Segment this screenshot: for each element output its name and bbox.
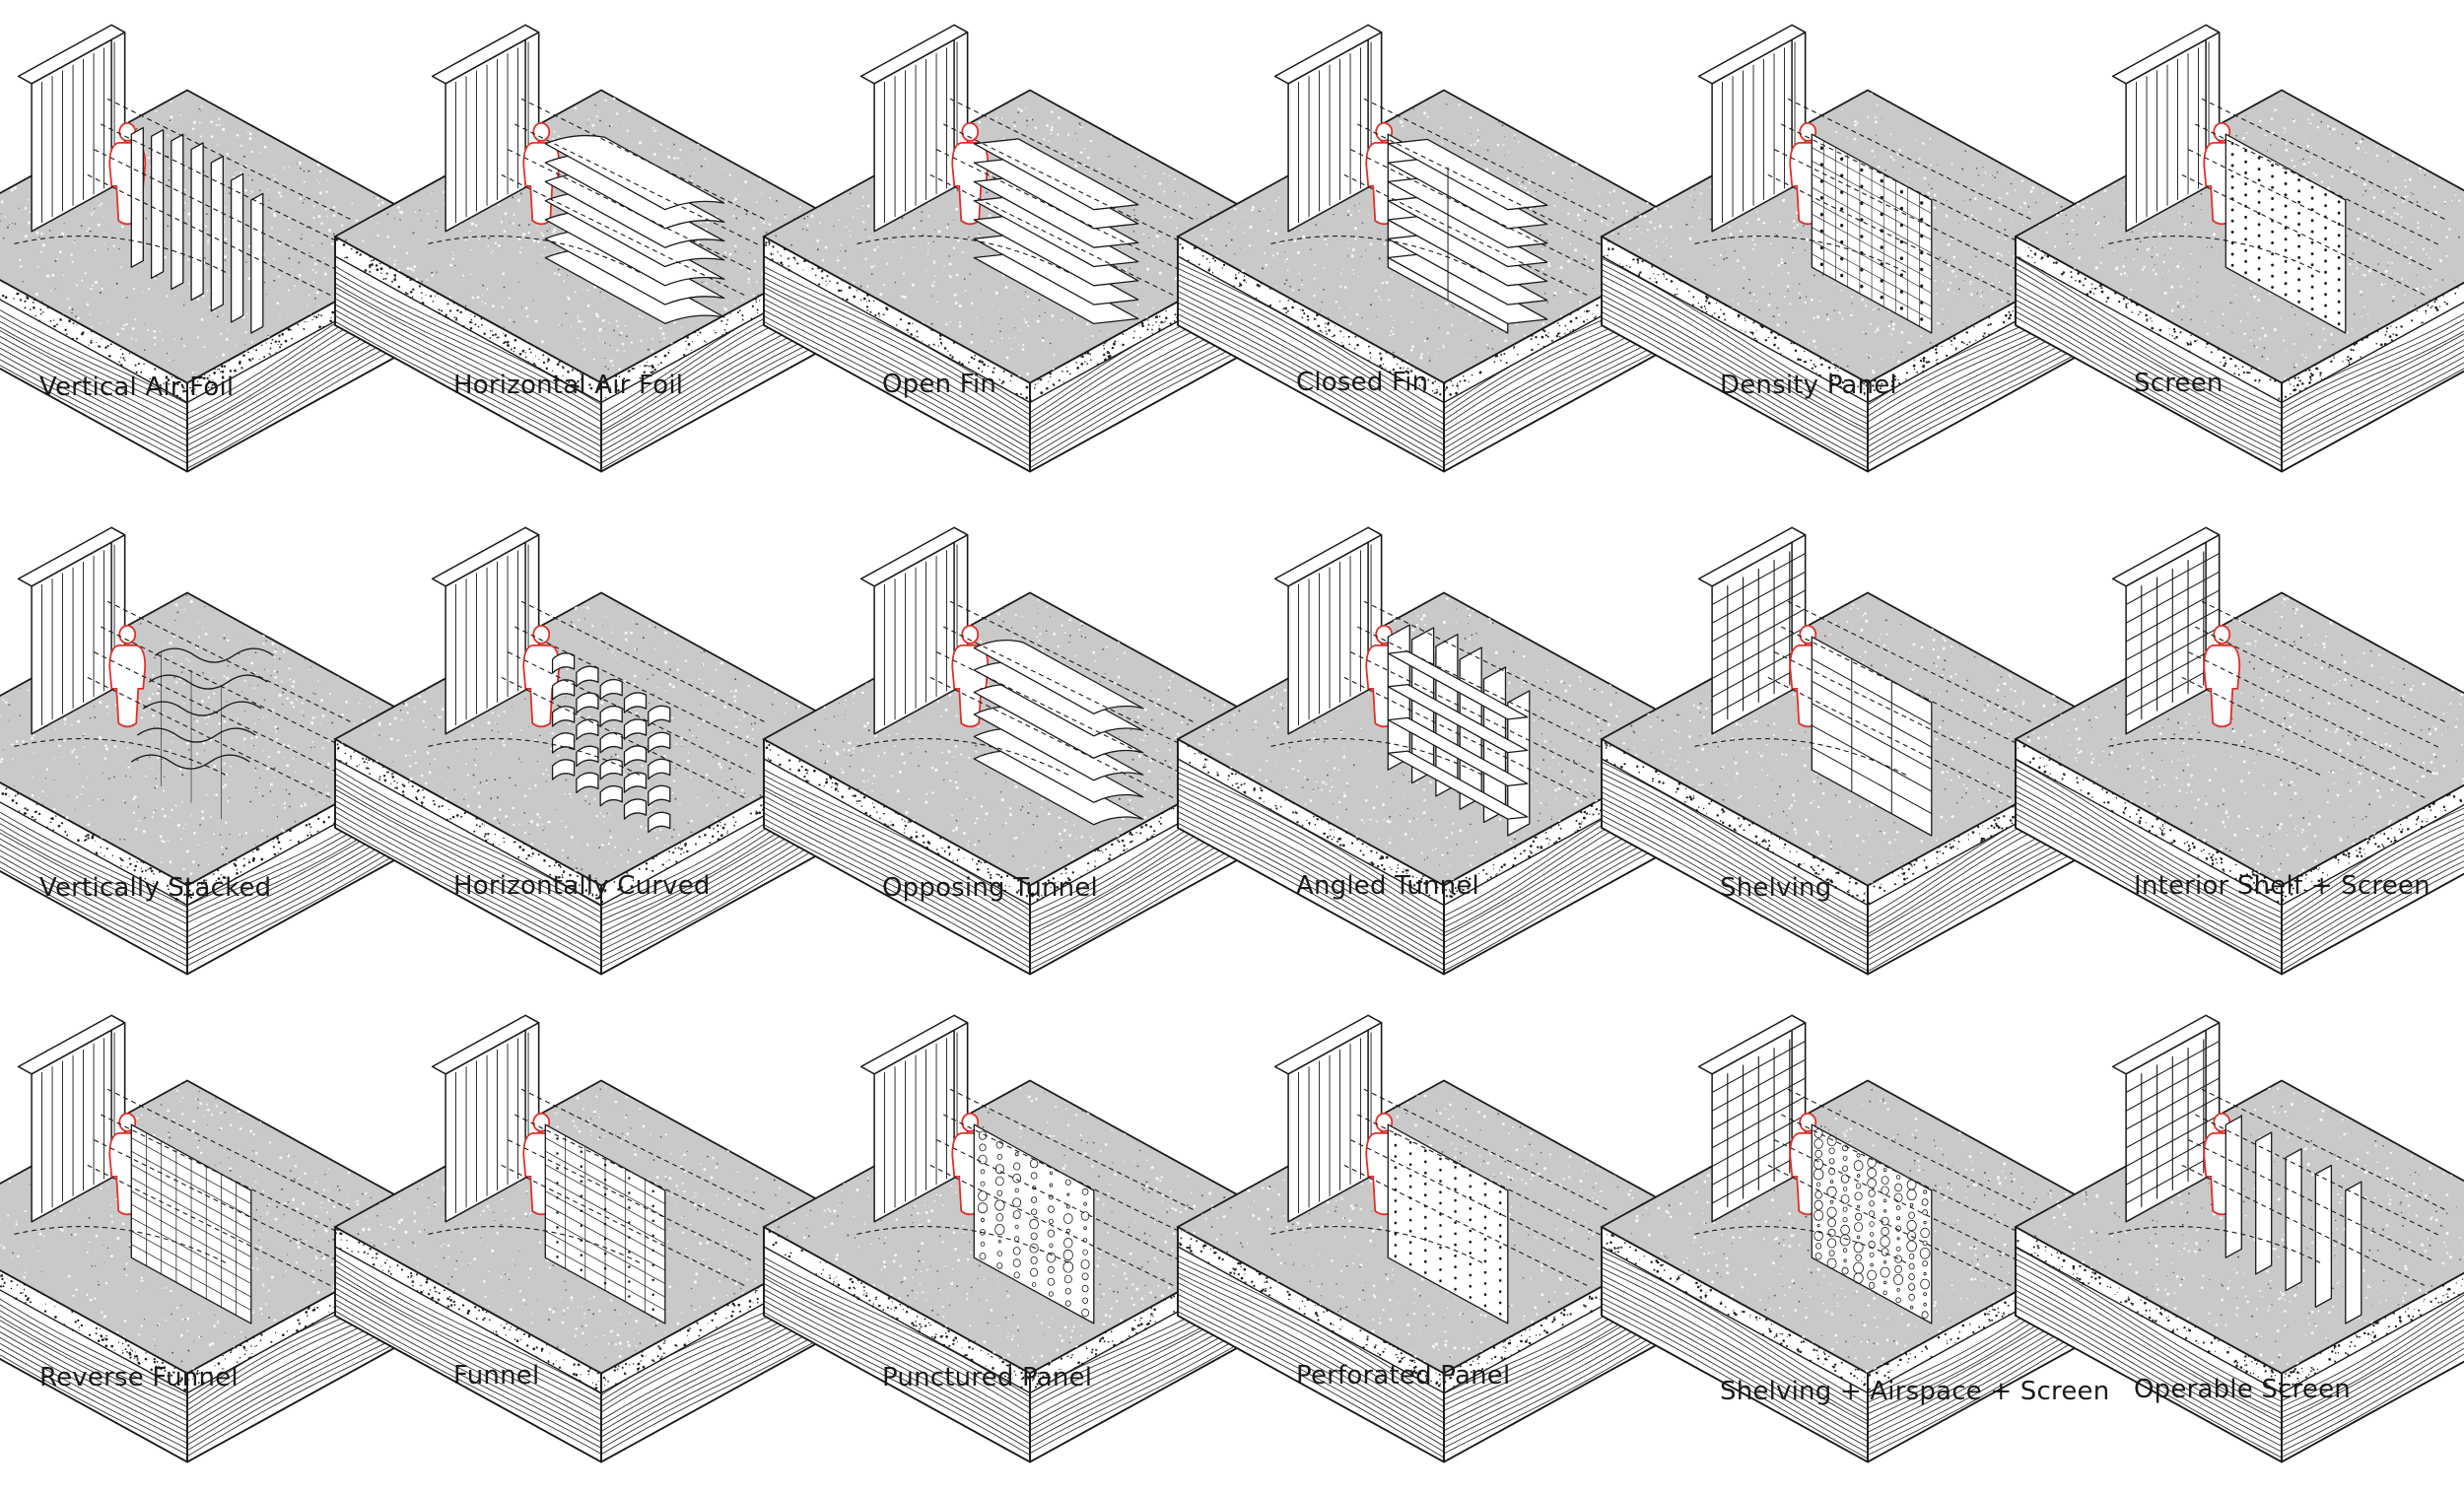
diagram-label: Open Fin xyxy=(882,370,996,399)
screen-illustration xyxy=(2134,39,2464,394)
diagram-label: Operable Screen xyxy=(2134,1375,2351,1404)
diagram-label: Closed Fin xyxy=(1296,368,1428,397)
diagram-label: Perforated Panel xyxy=(1296,1361,1510,1391)
diagram-label: Funnel xyxy=(453,1361,539,1391)
diagram-label: Vertically Stacked xyxy=(39,873,271,903)
diagram-label: Punctured Panel xyxy=(882,1363,1092,1392)
diagram-label: Vertical Air Foil xyxy=(39,373,234,402)
operable-screen-illustration xyxy=(2134,1030,2464,1385)
diagram-label: Opposing Tunnel xyxy=(882,873,1098,903)
diagram-label: Interior Shelf + Screen xyxy=(2134,871,2430,901)
diagram-label: Screen xyxy=(2134,369,2224,398)
diagram-label: Angled Tunnel xyxy=(1296,871,1479,901)
diagram-label: Reverse Funnel xyxy=(39,1363,239,1392)
facade-device-matrix: Vertical Air Foil Horizontal Air Foil Op… xyxy=(0,0,2464,1461)
diagram-cell-interior-shelf-screen: Interior Shelf + Screen xyxy=(2134,542,2464,1005)
diagram-cell-operable-screen: Operable Screen xyxy=(2134,1030,2464,1493)
diagram-cell-screen: Screen xyxy=(2134,39,2464,503)
diagram-label: Shelving + Airspace + Screen xyxy=(1720,1377,2109,1406)
diagram-label: Shelving xyxy=(1720,873,1831,903)
diagram-label: Density Panel xyxy=(1720,371,1897,400)
diagram-label: Horizontal Air Foil xyxy=(453,371,683,400)
interior-shelf-screen-illustration xyxy=(2134,542,2464,897)
diagram-label: Horizontally Curved xyxy=(453,871,711,901)
